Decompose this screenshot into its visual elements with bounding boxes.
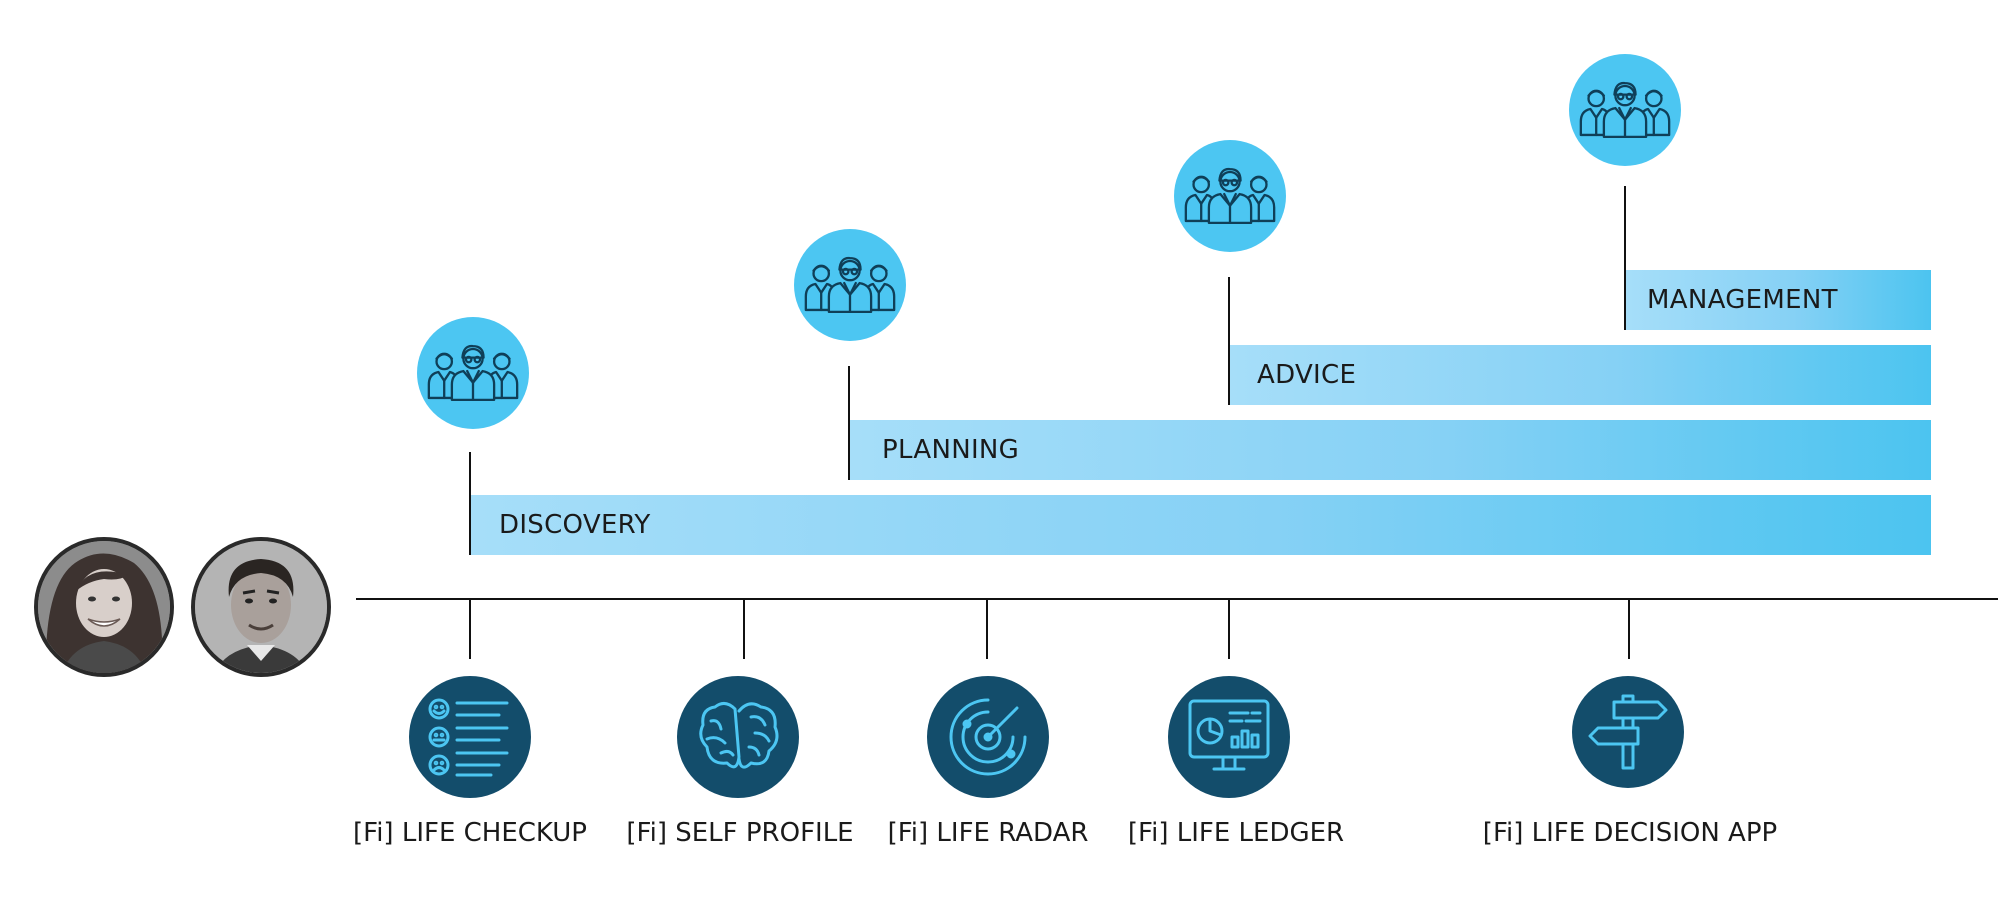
band-label-management: MANAGEMENT	[1647, 285, 1838, 315]
timeline-line	[356, 598, 1998, 600]
connector-planning	[848, 366, 850, 480]
tool-decision[interactable]	[1572, 676, 1684, 788]
survey-icon	[428, 698, 509, 777]
tick-checkup	[469, 600, 471, 659]
band-label-discovery: DISCOVERY	[499, 510, 651, 540]
dashboard-icon	[1188, 699, 1270, 771]
connector-advice	[1228, 277, 1230, 405]
brain-heart-icon	[699, 702, 779, 769]
team-icon	[802, 254, 898, 316]
team-icon-planning	[794, 229, 906, 341]
tool-label-radar: [Fi] LIFE RADAR	[887, 818, 1089, 848]
tool-checkup[interactable]	[409, 676, 531, 798]
team-icon-management	[1569, 54, 1681, 166]
band-label-advice: ADVICE	[1257, 360, 1357, 390]
tool-label-ledger: [Fi] LIFE LEDGER	[1127, 818, 1345, 848]
radar-icon	[949, 698, 1027, 776]
team-icon	[1577, 79, 1673, 141]
tick-radar	[986, 600, 988, 659]
team-icon-discovery	[417, 317, 529, 429]
tick-profile	[743, 600, 745, 659]
band-advice: ADVICE	[1229, 345, 1931, 405]
tool-label-checkup: [Fi] LIFE CHECKUP	[353, 818, 587, 848]
tick-decision	[1628, 600, 1630, 659]
woman-avatar	[34, 537, 174, 677]
connector-discovery	[469, 452, 471, 555]
team-icon-advice	[1174, 140, 1286, 252]
band-discovery: DISCOVERY	[470, 495, 1931, 555]
tool-label-profile: [Fi] SELF PROFILE	[626, 818, 854, 848]
man-avatar	[191, 537, 331, 677]
team-icon	[1182, 165, 1278, 227]
tool-ledger[interactable]	[1168, 676, 1290, 798]
band-planning: PLANNING	[849, 420, 1931, 480]
band-label-planning: PLANNING	[882, 435, 1020, 465]
connector-management	[1624, 186, 1626, 330]
tool-radar[interactable]	[927, 676, 1049, 798]
team-icon	[425, 342, 521, 404]
band-management: MANAGEMENT	[1625, 270, 1931, 330]
tick-ledger	[1228, 600, 1230, 659]
signpost-icon	[1588, 694, 1668, 770]
tool-label-decision: [Fi] LIFE DECISION APP	[1482, 818, 1778, 848]
tool-profile[interactable]	[677, 676, 799, 798]
